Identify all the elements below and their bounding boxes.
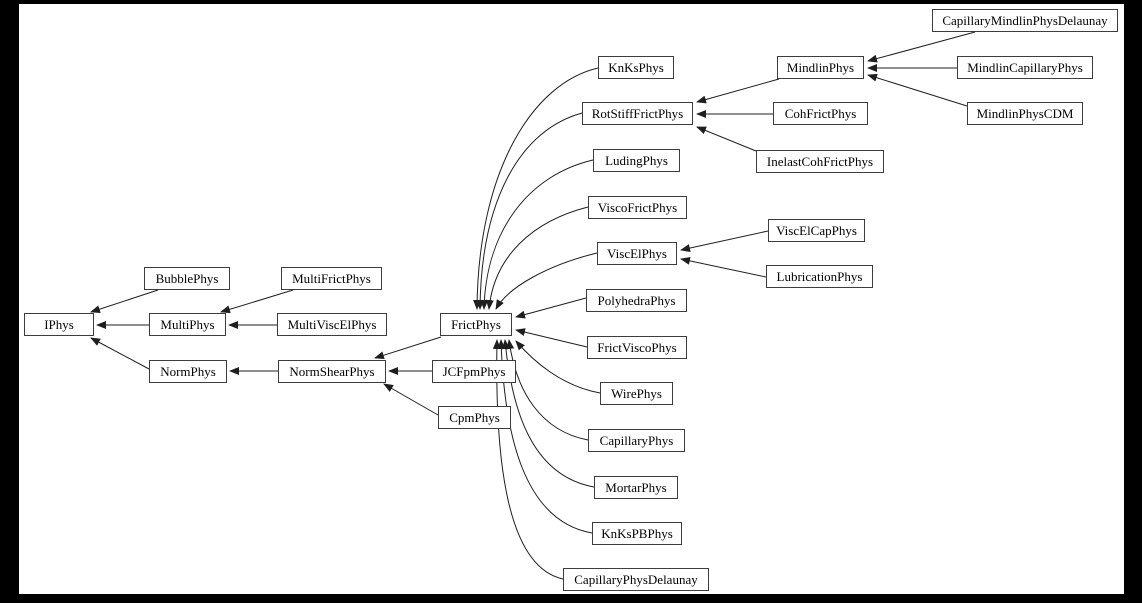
- diagram-canvas: [19, 4, 1124, 594]
- node-mindlinphys[interactable]: MindlinPhys: [777, 56, 864, 79]
- node-normshearphys[interactable]: NormShearPhys: [278, 360, 386, 383]
- node-frictviscophys[interactable]: FrictViscoPhys: [587, 336, 687, 359]
- node-wirephys[interactable]: WirePhys: [600, 382, 673, 405]
- node-iphys[interactable]: IPhys: [24, 313, 94, 336]
- node-viscelphys[interactable]: ViscElPhys: [597, 242, 677, 265]
- node-knksphys[interactable]: KnKsPhys: [598, 56, 674, 79]
- node-cpmphys[interactable]: CpmPhys: [438, 406, 511, 429]
- node-viscelcapphys[interactable]: ViscElCapPhys: [768, 219, 865, 242]
- node-mortarphys[interactable]: MortarPhys: [594, 476, 678, 499]
- node-capillaryphysdelaunay[interactable]: CapillaryPhysDelaunay: [563, 568, 709, 591]
- node-jcfpmphys[interactable]: JCFpmPhys: [432, 360, 516, 383]
- node-inelastcohfrictphys[interactable]: InelastCohFrictPhys: [756, 150, 884, 173]
- node-multiviscelphys[interactable]: MultiViscElPhys: [277, 313, 387, 336]
- node-mindlinphyscdm[interactable]: MindlinPhysCDM: [967, 102, 1083, 125]
- node-frictphys[interactable]: FrictPhys: [440, 313, 512, 336]
- node-capillarymindlinphysdelaunay[interactable]: CapillaryMindlinPhysDelaunay: [932, 9, 1118, 32]
- node-capillaryphys[interactable]: CapillaryPhys: [588, 429, 685, 452]
- node-ludingphys[interactable]: LudingPhys: [593, 149, 680, 172]
- node-viscofrictphys[interactable]: ViscoFrictPhys: [588, 196, 687, 219]
- node-rotstifffrictphys[interactable]: RotStiffFrictPhys: [582, 102, 693, 125]
- node-mindlincapillaryphys[interactable]: MindlinCapillaryPhys: [957, 56, 1093, 79]
- node-normphys[interactable]: NormPhys: [149, 360, 227, 383]
- node-lubricationphys[interactable]: LubricationPhys: [766, 265, 873, 288]
- node-polyhedraphys[interactable]: PolyhedraPhys: [586, 289, 687, 312]
- node-bubblephys[interactable]: BubblePhys: [144, 267, 230, 290]
- node-multifrictphys[interactable]: MultiFrictPhys: [281, 267, 382, 290]
- node-cohfrictphys[interactable]: CohFrictPhys: [773, 102, 868, 125]
- node-knkspbphys[interactable]: KnKsPBPhys: [592, 522, 682, 545]
- node-multiphys[interactable]: MultiPhys: [149, 313, 226, 336]
